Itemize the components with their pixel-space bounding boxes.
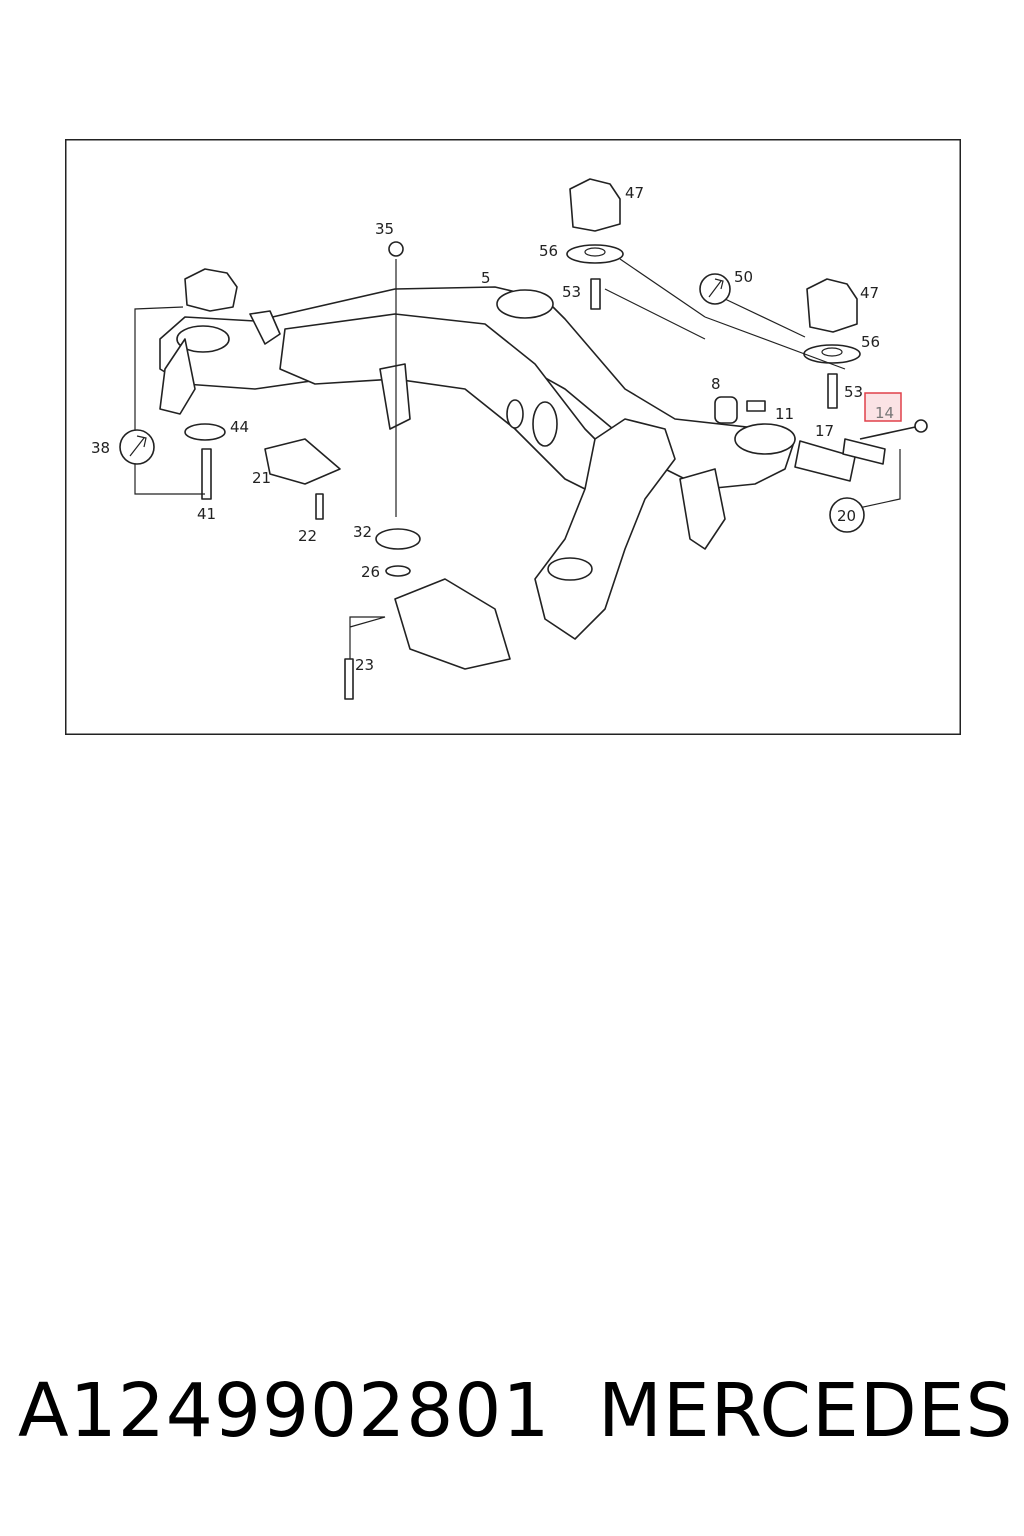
callout-47a: 47: [625, 184, 644, 202]
callout-44: 44: [230, 418, 249, 436]
callout-53b: 53: [844, 383, 863, 401]
callout-23: 23: [355, 656, 374, 674]
brand-name: MERCEDES: [598, 1368, 1014, 1454]
center-parts: [344, 241, 511, 700]
leader-lines: [134, 258, 901, 659]
highlight-box: [864, 392, 902, 422]
callout-17: 17: [815, 422, 834, 440]
callout-21: 21: [252, 469, 271, 487]
callout-26: 26: [361, 563, 380, 581]
caption: A1249902801 MERCEDES: [18, 1368, 1012, 1478]
callout-20: 20: [837, 507, 856, 525]
callout-22: 22: [298, 527, 317, 545]
callout-11: 11: [775, 405, 794, 423]
right-parts: [714, 396, 928, 482]
mount-upper: [566, 178, 861, 409]
callout-56a: 56: [539, 242, 558, 260]
mount-left: [184, 268, 341, 520]
parts-diagram: 47 56 53 35 5 50 47 56 53 8 11 17 14 44 …: [65, 139, 961, 735]
callout-labels: 47 56 53 35 5 50 47 56 53 8 11 17 14 44 …: [91, 184, 894, 674]
part-number: A1249902801: [18, 1368, 551, 1454]
callout-38: 38: [91, 439, 110, 457]
callout-35: 35: [375, 220, 394, 238]
callout-50: 50: [734, 268, 753, 286]
diagram-svg: 47 56 53 35 5 50 47 56 53 8 11 17 14 44 …: [65, 139, 961, 735]
subframe: [159, 286, 796, 640]
wrench-glyph-38: [129, 435, 147, 457]
callout-47b: 47: [860, 284, 879, 302]
callout-56b: 56: [861, 333, 880, 351]
callout-53a: 53: [562, 283, 581, 301]
circle-callout-20: [829, 497, 865, 533]
callout-8: 8: [711, 375, 721, 393]
callout-5: 5: [481, 269, 491, 287]
callout-32: 32: [353, 523, 372, 541]
callout-41: 41: [197, 505, 216, 523]
callout-14: 14: [875, 404, 894, 422]
wrench-glyph-50: [708, 278, 724, 298]
